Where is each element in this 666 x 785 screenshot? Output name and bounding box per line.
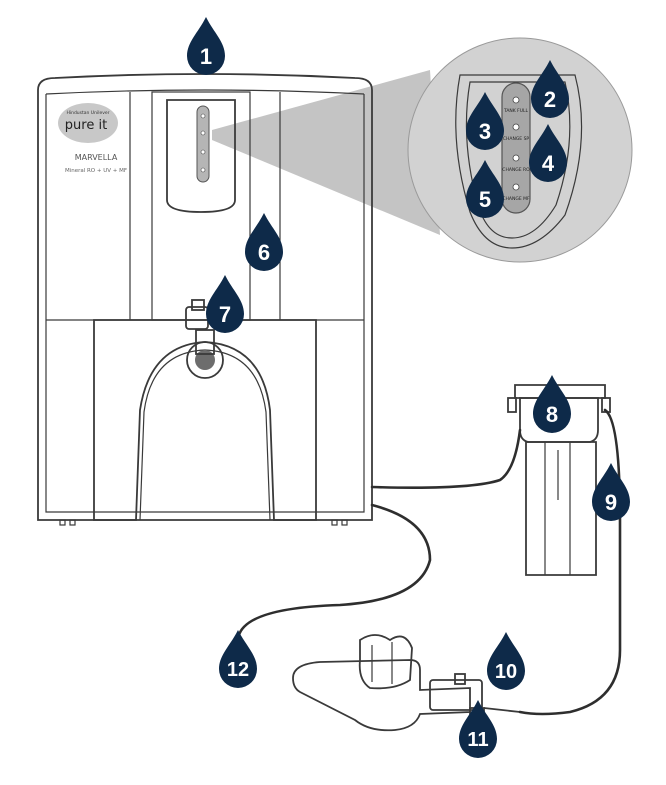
water-drop-icon	[187, 17, 225, 75]
water-drop-icon	[459, 700, 497, 758]
magnified-panel: TANK FULL CHANGE SP CHANGE RO CHANGE MF	[407, 37, 633, 263]
logo-tagline: Hindustan Unilever	[66, 110, 109, 116]
water-drop-icon	[466, 160, 504, 218]
svg-text:6: 6	[258, 240, 270, 265]
water-drop-icon	[245, 213, 283, 271]
label-change-mf: CHANGE MF	[502, 196, 530, 202]
callout-5: 5	[466, 160, 504, 218]
callout-4: 4	[529, 124, 567, 182]
label-change-ro: CHANGE RO	[502, 167, 530, 173]
svg-text:9: 9	[605, 490, 617, 515]
water-drop-icon	[531, 60, 569, 118]
water-drop-icon	[487, 632, 525, 690]
svg-text:7: 7	[219, 302, 231, 327]
water-drop-icon	[529, 124, 567, 182]
hose-prefilter-to-valve	[518, 408, 622, 716]
purifier-unit	[37, 73, 373, 526]
hose-to-prefilter	[370, 428, 522, 489]
indicator-change-sp	[512, 123, 520, 131]
callout-9: 9	[592, 463, 630, 521]
callout-11: 11	[459, 700, 497, 758]
logo-wordmark: pure it	[65, 118, 107, 133]
water-drop-icon	[219, 630, 257, 688]
callout-2: 2	[531, 60, 569, 118]
svg-text:12: 12	[227, 659, 249, 681]
water-drop-icon	[533, 375, 571, 433]
zoom-beam	[212, 70, 440, 235]
callout-8: 8	[533, 375, 571, 433]
callout-1: 1	[187, 17, 225, 75]
pre-filter-unit	[507, 384, 611, 576]
callout-12: 12	[219, 630, 257, 688]
callout-6: 6	[245, 213, 283, 271]
svg-text:4: 4	[542, 151, 555, 176]
label-tank-full: TANK FULL	[503, 108, 529, 114]
callout-10: 10	[487, 632, 525, 690]
model-subtitle: Mineral RO + UV + MF	[65, 168, 127, 174]
svg-text:11: 11	[467, 729, 488, 751]
callout-7: 7	[206, 275, 244, 333]
svg-text:8: 8	[546, 402, 558, 427]
water-drop-icon	[592, 463, 630, 521]
indicator-change-mf	[512, 183, 520, 191]
svg-text:3: 3	[479, 119, 491, 144]
water-drop-icon	[206, 275, 244, 333]
model-name: MARVELLA	[75, 153, 118, 162]
brand-logo: Hindustan Unilever pure it	[58, 103, 118, 143]
svg-text:2: 2	[544, 87, 556, 112]
svg-text:10: 10	[495, 661, 517, 683]
callout-3: 3	[466, 92, 504, 150]
label-change-sp: CHANGE SP	[503, 136, 530, 142]
svg-text:5: 5	[479, 187, 491, 212]
hose-inlet	[236, 503, 432, 642]
water-drop-icon	[466, 92, 504, 150]
button-strip	[501, 82, 531, 214]
indicator-tank-full	[512, 96, 520, 104]
svg-text:1: 1	[200, 44, 212, 69]
indicator-change-ro	[512, 154, 520, 162]
